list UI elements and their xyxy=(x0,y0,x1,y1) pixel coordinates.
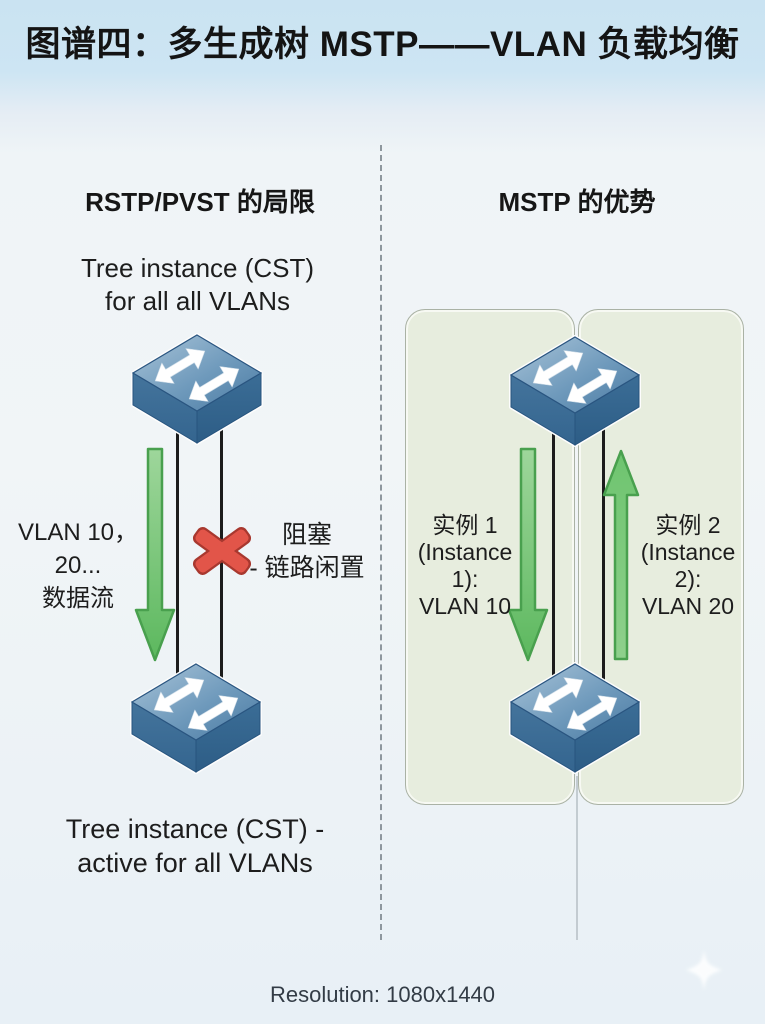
right-faint-line xyxy=(576,776,578,940)
network-switch-icon-top-right xyxy=(509,335,641,447)
divider xyxy=(380,145,382,940)
instance2-label-line2: (Instance 2): xyxy=(640,539,736,592)
instance2-label-line3: VLAN 20 xyxy=(641,593,735,619)
left-link-line-2 xyxy=(220,426,223,700)
left-top-caption-line1: Tree instance (CST) xyxy=(80,253,315,283)
instance1-label-line1: 实例 1 xyxy=(432,512,498,538)
right-link-line-2 xyxy=(602,428,605,700)
left-bottom-caption-line2: active for all VLANs xyxy=(77,848,313,878)
traffic-flow-down-arrow-icon xyxy=(134,447,176,662)
left-section-header: RSTP/PVST 的局限 xyxy=(85,187,315,217)
network-switch-icon-top-left xyxy=(131,333,263,445)
network-switch-icon-bottom-left xyxy=(130,662,262,774)
vlan-flow-label: VLAN 10，20... 数据流 xyxy=(0,516,156,615)
right-link-line-1 xyxy=(552,428,555,700)
instance2-label: 实例 2 (Instance 2): VLAN 20 xyxy=(626,512,750,620)
sparkle-icon xyxy=(686,950,722,990)
instance1-down-arrow-icon xyxy=(507,447,549,662)
blocked-label-line1: 阻塞 xyxy=(281,521,332,549)
left-top-caption: Tree instance (CST) for all all VLANs xyxy=(50,252,345,318)
network-switch-icon-bottom-right xyxy=(509,662,641,774)
blocked-label: 阻塞 - 链路闲置 xyxy=(243,519,371,585)
left-top-caption-line2: for all all VLANs xyxy=(105,286,290,316)
left-bottom-caption: Tree instance (CST) - active for all VLA… xyxy=(40,812,350,880)
page-title: 图谱四：多生成树 MSTP——VLAN 负载均衡 xyxy=(25,25,740,64)
left-link-line-1 xyxy=(176,426,179,700)
instance1-label-line3: VLAN 10 xyxy=(418,593,512,619)
instance1-label-line2: (Instance 1): xyxy=(417,539,513,592)
resolution-label: Resolution: 1080x1440 xyxy=(269,982,496,1007)
vlan-flow-label-line2: 数据流 xyxy=(42,585,114,612)
right-section-header: MSTP 的优势 xyxy=(498,187,656,217)
blocked-label-line2: - 链路闲置 xyxy=(249,554,365,582)
instance1-label: 实例 1 (Instance 1): VLAN 10 xyxy=(403,512,527,620)
instance2-up-arrow-icon xyxy=(602,449,640,661)
instance2-label-line1: 实例 2 xyxy=(655,512,721,538)
left-bottom-caption-line1: Tree instance (CST) - xyxy=(65,814,325,844)
blocked-link-x-icon xyxy=(193,527,251,575)
vlan-flow-label-line1: VLAN 10，20... xyxy=(17,519,139,579)
